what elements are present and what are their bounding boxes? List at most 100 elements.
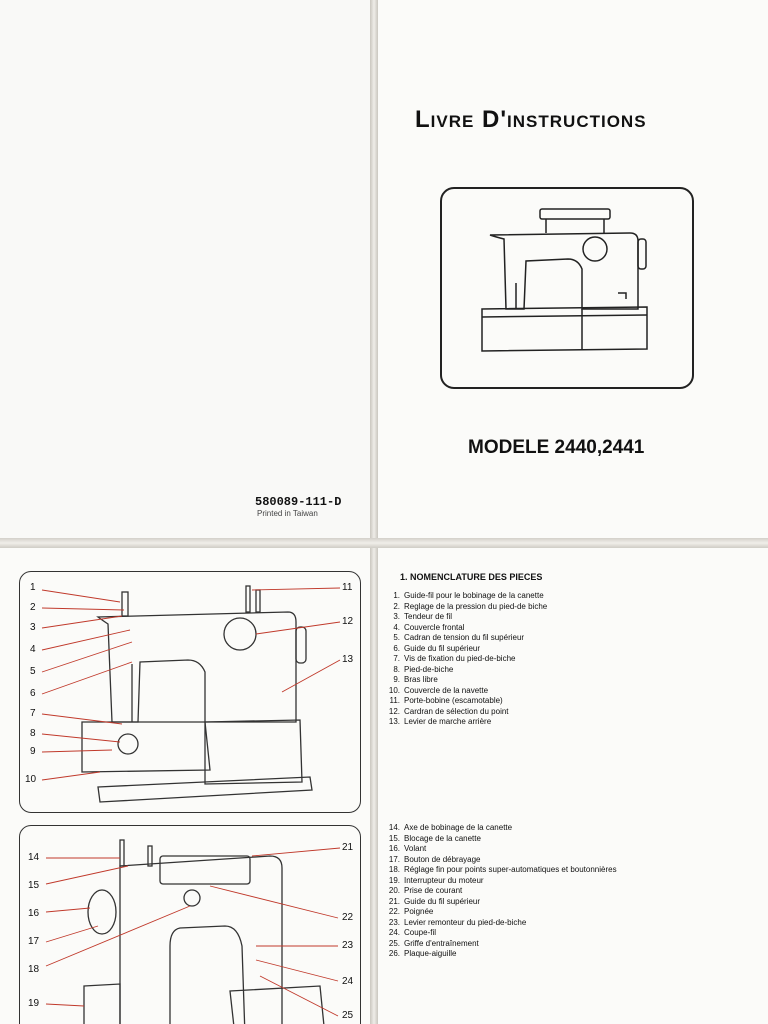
callout-6: 6	[30, 688, 36, 699]
machine-illustration-frame	[440, 187, 694, 389]
callout-9: 9	[30, 746, 36, 757]
item-number: 14.	[388, 823, 400, 832]
parts-list-item: 26. Plaque-aiguille	[378, 949, 617, 960]
parts-list-item: 24.Coupe-fil	[378, 928, 617, 939]
item-text: Guide-fil pour le bobinage de la canette	[404, 591, 544, 600]
item-number: 22.	[388, 907, 400, 916]
parts-list-item: 20. Prise de courant	[378, 886, 617, 897]
callout-24: 24	[342, 976, 354, 987]
model-number: MODELE 2440,2441	[468, 437, 645, 458]
callout-1: 1	[30, 582, 36, 593]
item-number: 12.	[388, 706, 400, 716]
item-text: Prise de courant	[404, 886, 463, 895]
parts-list-item: 17. Bouton de débrayage	[378, 855, 617, 866]
front-view-machine-drawing	[41, 585, 341, 803]
section-heading: 1. NOMENCLATURE DES PIECES	[400, 572, 543, 582]
parts-list-item: 12. Cardran de sélection du point	[378, 707, 547, 718]
item-text: Blocage de la canette	[404, 833, 481, 843]
item-number: 26.	[388, 949, 400, 958]
parts-list-a: 1. Guide-fil pour le bobinage de la canet…	[378, 591, 547, 728]
manual-title: Livre D'instructions	[415, 106, 647, 133]
item-number: 6.	[393, 643, 400, 653]
callout-19: 19	[28, 998, 40, 1009]
callout-8: 8	[30, 728, 36, 739]
rear-view-diagram: 14 15 16 17 18 19 21 22 23 24 25	[19, 825, 361, 1024]
parts-list-item: 7. Vis de fixation du pied-de-biche	[378, 654, 547, 665]
item-number: 19.	[388, 875, 400, 885]
item-number: 1.	[393, 591, 400, 600]
item-number: 8.	[393, 664, 400, 674]
item-number: 11.	[389, 696, 400, 705]
sewing-machine-illustration	[481, 208, 648, 352]
callout-2: 2	[30, 602, 36, 613]
callout-21: 21	[342, 842, 354, 853]
item-number: 3.	[393, 612, 400, 621]
item-number: 20.	[388, 886, 400, 895]
parts-list-item: 21. Guide du fil supérieur	[378, 897, 617, 908]
item-text: Bras libre	[404, 675, 438, 684]
item-text: Guide du fil supérieur	[404, 896, 481, 906]
parts-list-item: 16. Volant	[378, 844, 617, 855]
item-text: Tendeur de fil	[404, 612, 453, 621]
item-number: 17.	[388, 854, 400, 864]
item-number: 15.	[388, 833, 400, 843]
callout-17: 17	[28, 936, 40, 947]
item-text: Couvercle de la navette	[404, 685, 489, 695]
item-text: Axe de bobinage de la canette	[404, 823, 513, 832]
parts-list-item: 3. Tendeur de fil	[378, 612, 547, 623]
item-text: Porte-bobine (escamotable)	[404, 696, 503, 705]
item-text: Guide du fil supérieur	[404, 643, 481, 653]
item-text: Interrupteur du moteur	[404, 875, 484, 885]
item-text: Vis de fixation du pied-de-biche	[404, 654, 516, 663]
item-text: Plaque-aiguille	[404, 949, 457, 958]
parts-list-item: 1. Guide-fil pour le bobinage de la canet…	[378, 591, 547, 602]
item-number: 21.	[388, 896, 400, 906]
item-number: 25.	[388, 938, 400, 948]
callout-3: 3	[30, 622, 36, 633]
item-number: 4.	[393, 622, 400, 632]
item-text: Levier remonteur du pied-de-biche	[404, 917, 527, 927]
parts-list-item: 11. Porte-bobine (escamotable)	[378, 696, 547, 707]
item-text: Cadran de tension du fil supérieur	[404, 633, 525, 642]
rear-view-machine-drawing	[45, 839, 341, 1024]
item-number: 13.	[388, 717, 400, 726]
parts-list-item: 15. Blocage de la canette	[378, 834, 617, 845]
item-number: 16.	[388, 844, 400, 853]
callout-14: 14	[28, 852, 40, 863]
callout-12: 12	[342, 616, 354, 627]
part-number: 580089-111-D	[255, 495, 342, 509]
item-text: Levier de marche arrière	[404, 717, 492, 726]
parts-list-item: 2.Reglage de la pression du pied-de bich…	[378, 602, 547, 613]
parts-list-item: 19. Interrupteur du moteur	[378, 876, 617, 887]
page-gap	[0, 538, 768, 548]
parts-list-item: 9. Bras libre	[378, 675, 547, 686]
parts-list-item: 6. Guide du fil supérieur	[378, 644, 547, 655]
item-text: Coupe-fil	[404, 928, 437, 937]
item-text: Reglage de la pression du pied-de biche	[404, 601, 548, 611]
item-text: Couvercle frontal	[404, 622, 465, 632]
callout-5: 5	[30, 666, 36, 677]
callout-11: 11	[342, 582, 353, 593]
item-number: 5.	[393, 633, 400, 642]
item-text: Pied-de-biche	[404, 664, 454, 674]
parts-list-item: 5. Cadran de tension du fil supérieur	[378, 633, 547, 644]
parts-list-item: 23.Levier remonteur du pied-de-biche	[378, 918, 617, 929]
parts-list-item: 25. Griffe d'entraînement	[378, 939, 617, 950]
parts-list-item: 8. Pied-de-biche	[378, 665, 547, 676]
callout-23: 23	[342, 940, 354, 951]
item-text: Cardran de sélection du point	[404, 706, 509, 716]
book-spine	[370, 0, 378, 1024]
item-text: Poignée	[404, 907, 434, 916]
item-text: Volant	[404, 844, 427, 853]
item-number: 7.	[393, 654, 400, 663]
item-text: Réglage fin pour points super-automatiqu…	[404, 865, 617, 874]
parts-list-item: 18.Réglage fin pour points super-automat…	[378, 865, 617, 876]
callout-18: 18	[28, 964, 40, 975]
item-text: Griffe d'entraînement	[404, 938, 479, 948]
parts-list-item: 22. Poignée	[378, 907, 617, 918]
callout-7: 7	[30, 708, 36, 719]
nomenclature-page: 1. NOMENCLATURE DES PIECES 1. Guide-fil p…	[378, 548, 768, 1024]
callout-22: 22	[342, 912, 354, 923]
item-number: 9.	[393, 675, 400, 684]
item-text: Bouton de débrayage	[404, 854, 481, 864]
